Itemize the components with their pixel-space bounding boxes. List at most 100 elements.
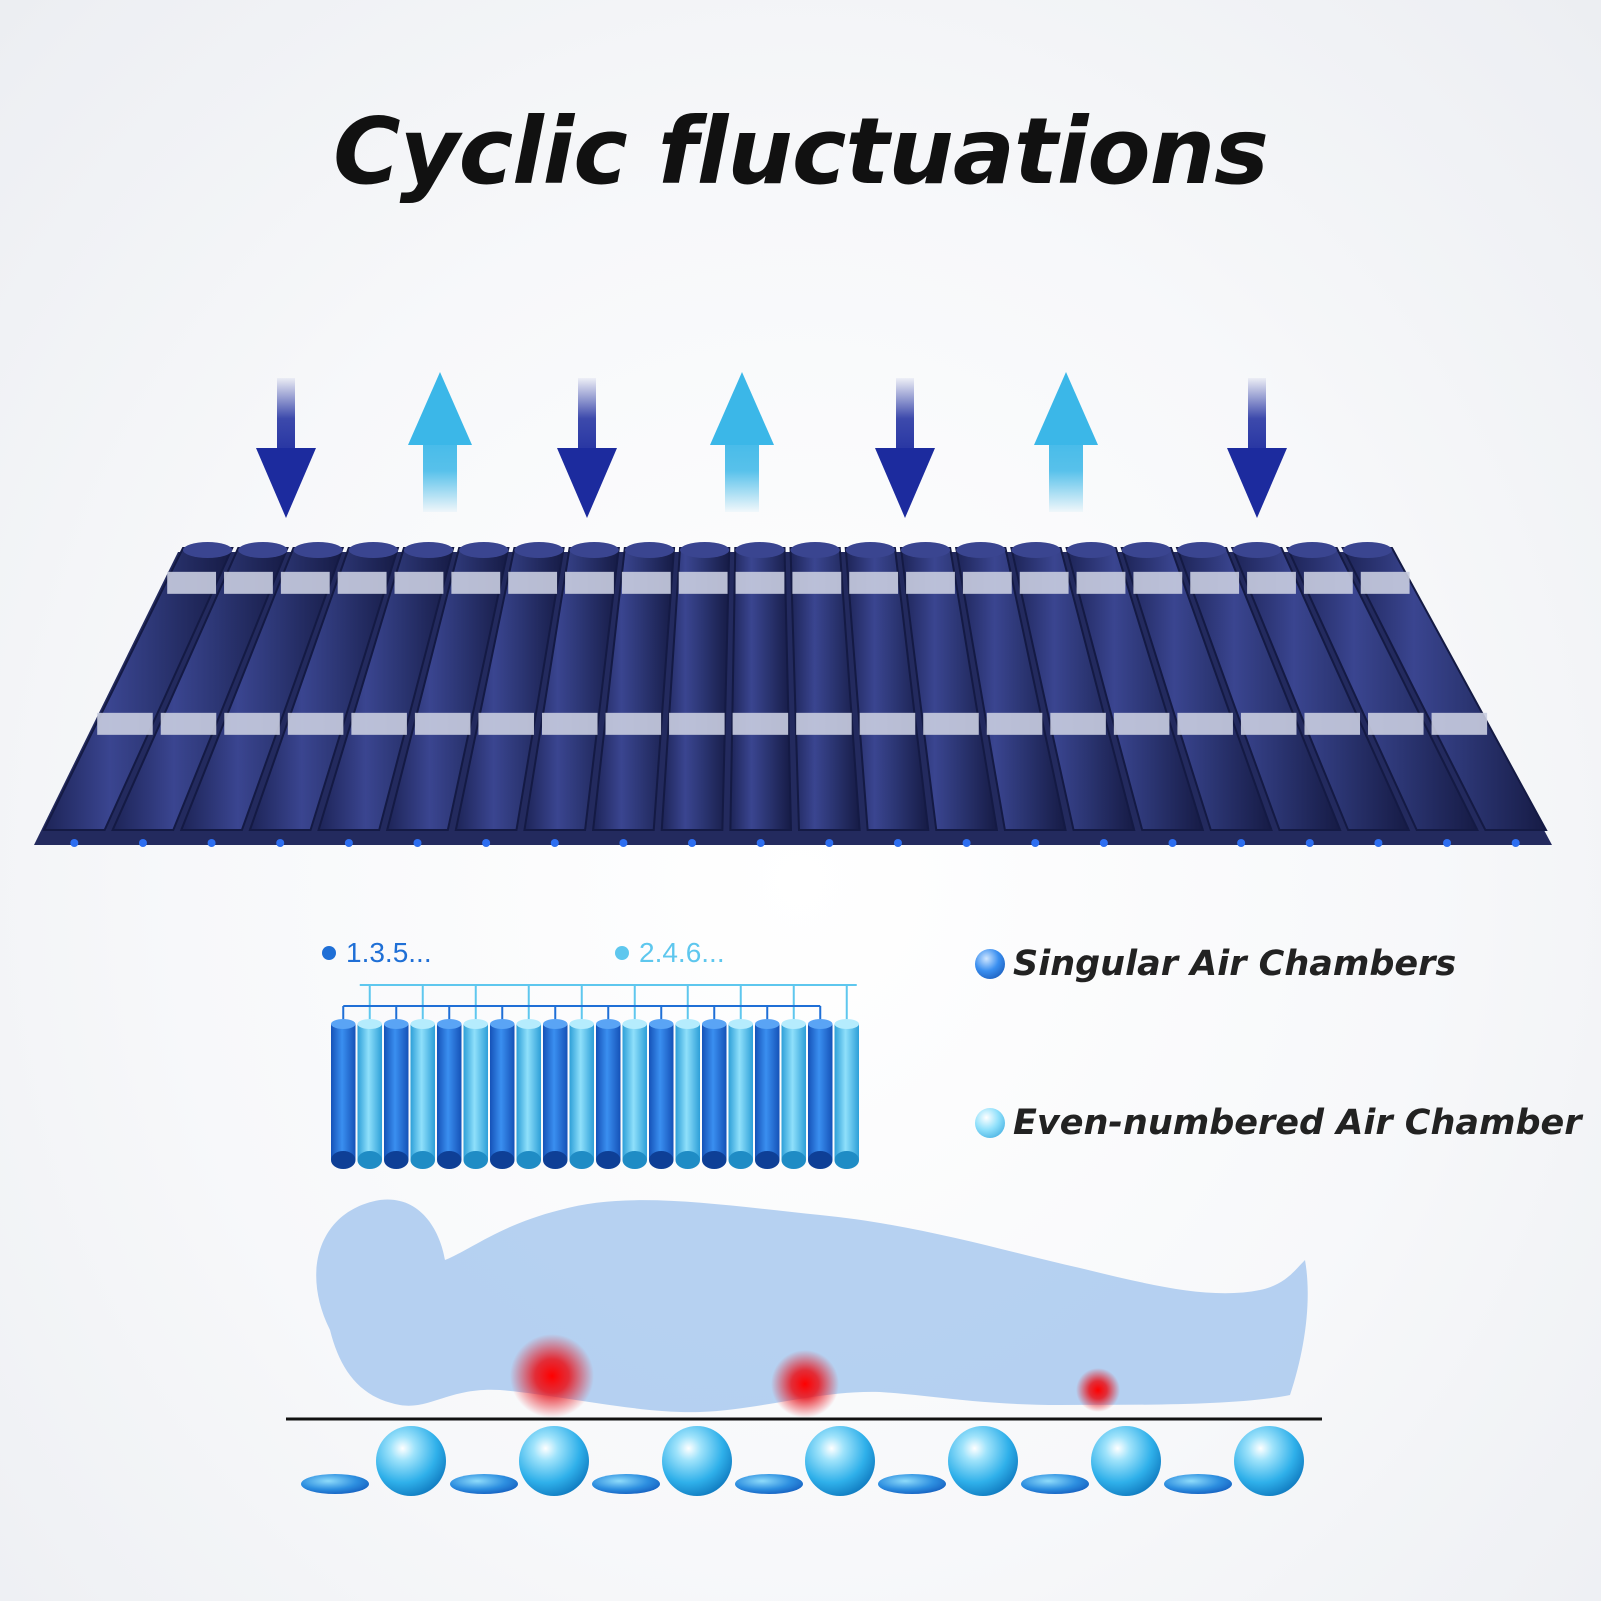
odd-chamber — [490, 1019, 515, 1169]
mattress-strap — [605, 712, 662, 735]
mattress-tube — [1230, 542, 1411, 847]
valve-dot — [893, 839, 902, 847]
pressure-point — [510, 1334, 594, 1418]
even-chamber — [781, 1019, 806, 1169]
mattress-tube — [899, 542, 999, 847]
deflated-chamber — [878, 1474, 946, 1494]
mattress-strap — [792, 571, 842, 594]
mattress-strap — [160, 712, 217, 735]
mattress-tube — [111, 542, 289, 847]
mattress-strap — [923, 712, 979, 735]
odd-dot-icon — [322, 946, 336, 960]
inflated-chamber — [1091, 1426, 1161, 1496]
singular-chamber-icon — [975, 949, 1005, 979]
valve-dot — [1511, 839, 1520, 847]
chamber-diagram — [331, 984, 859, 1169]
even-chamber — [622, 1019, 647, 1169]
mattress-strap — [97, 712, 153, 735]
odd-chamber — [702, 1019, 727, 1169]
arrow-down-icon — [1227, 378, 1287, 518]
mattress-tube — [1010, 542, 1136, 847]
mattress-strap — [669, 712, 725, 735]
mattress-strap — [962, 571, 1012, 594]
mattress-tube — [317, 542, 455, 847]
fluctuation-arrows — [256, 372, 1287, 518]
mattress-tube — [454, 542, 565, 847]
inflated-chamber — [948, 1426, 1018, 1496]
mattress-strap — [732, 712, 789, 735]
even-chamber — [569, 1019, 594, 1169]
mattress-tube — [1175, 542, 1342, 847]
deflated-chamber — [450, 1474, 518, 1494]
mattress-tube — [729, 542, 793, 847]
valve-dot — [413, 839, 422, 847]
mattress-tube — [1341, 542, 1548, 847]
deflated-chamber — [1021, 1474, 1089, 1494]
odd-chamber — [808, 1019, 833, 1169]
odd-chamber-label: 1.3.5... — [322, 937, 432, 969]
mattress-strap — [351, 712, 407, 735]
even-chamber — [463, 1019, 488, 1169]
even-chamber — [675, 1019, 700, 1169]
mattress-strap — [541, 712, 598, 735]
chamber-connectors — [342, 984, 857, 1024]
valve-dot — [482, 839, 491, 847]
legend-odd: Singular Air Chambers — [975, 944, 1456, 984]
odd-chamber — [649, 1019, 674, 1169]
mattress-strap — [287, 712, 344, 735]
even-chamber — [728, 1019, 753, 1169]
arrow-down-icon — [256, 378, 316, 518]
odd-chamber — [596, 1019, 621, 1169]
deflated-chamber — [301, 1474, 369, 1494]
title: Cyclic fluctuations — [333, 98, 1269, 205]
arrow-up-icon — [1034, 372, 1098, 512]
inflated-chamber — [662, 1426, 732, 1496]
odd-chamber — [437, 1019, 462, 1169]
mattress-tube — [42, 542, 234, 847]
even-chamber-icon — [975, 1108, 1005, 1138]
mattress-strap — [1360, 571, 1410, 594]
arrow-up-icon — [408, 372, 472, 512]
valve-dot — [1443, 839, 1452, 847]
valve-dot — [276, 839, 285, 847]
arrow-up-icon — [710, 372, 774, 512]
mattress-strap — [796, 712, 852, 735]
valve-dot — [207, 839, 216, 847]
legend-even: Even-numbered Air Chamber — [975, 1103, 1582, 1143]
even-chamber-label: 2.4.6... — [615, 937, 725, 969]
deflated-chamber — [1164, 1474, 1232, 1494]
mattress-tube — [660, 542, 731, 847]
mattress-strap — [224, 712, 280, 735]
mattress-strap — [1240, 712, 1297, 735]
mattress-tube — [385, 542, 510, 847]
inflated-chamber — [376, 1426, 446, 1496]
valve-dot — [825, 839, 834, 847]
mattress-strap — [478, 712, 534, 735]
mattress-strap — [1303, 571, 1353, 594]
mattress-strap — [859, 712, 916, 735]
valve-dot — [550, 839, 559, 847]
mattress-strap — [337, 571, 387, 594]
valve-dot — [1305, 839, 1314, 847]
mattress-strap — [1113, 712, 1170, 735]
body-pressure-diagram — [286, 1199, 1322, 1496]
inflated-chamber — [1234, 1426, 1304, 1496]
valve-dot — [1168, 839, 1177, 847]
mattress-tube — [1285, 542, 1479, 847]
mattress-strap — [1190, 571, 1240, 594]
inflated-chamber — [519, 1426, 589, 1496]
valve-dot — [1031, 839, 1040, 847]
mattress-strap — [621, 571, 671, 594]
mattress-strap — [394, 571, 444, 594]
mattress-strap — [906, 571, 955, 594]
mattress-strap — [1247, 571, 1296, 594]
valve-dot — [962, 839, 971, 847]
deflated-chamber — [592, 1474, 660, 1494]
deflated-chamber — [735, 1474, 803, 1494]
even-chamber — [410, 1019, 435, 1169]
mattress-strap — [1050, 712, 1106, 735]
mattress-strap — [414, 712, 471, 735]
mattress-strap — [280, 571, 330, 594]
mattress-strap — [1177, 712, 1233, 735]
even-chamber — [357, 1019, 382, 1169]
